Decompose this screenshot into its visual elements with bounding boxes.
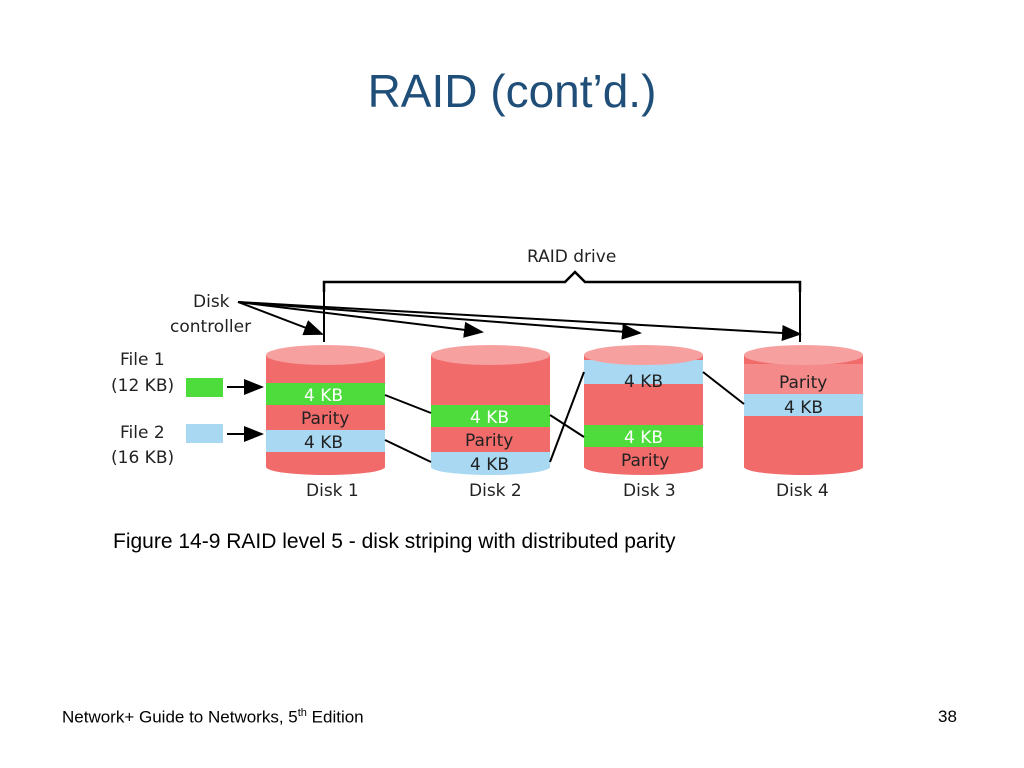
disk3-stripe3-label: Parity [621, 451, 669, 471]
file2-label-line2: (16 KB) [111, 448, 174, 468]
controller-arrow-disk1 [237, 301, 324, 336]
disk2-stripe1-label: 4 KB [470, 408, 509, 428]
page-number: 38 [938, 707, 957, 726]
disk4-stripe-file2 [744, 394, 863, 416]
footer-book-title: Network+ Guide to Networks, 5th Edition [62, 707, 364, 728]
disk3-stripe2-label: 4 KB [624, 428, 663, 448]
disk2-stripe-file1 [431, 405, 550, 427]
file2-label-line1: File 2 [120, 423, 165, 443]
disk3-stripe1-label: 4 KB [624, 372, 663, 392]
disk1-stripe-file1 [266, 383, 385, 405]
controller-arrow-disk4 [237, 301, 802, 341]
disk2-label: Disk 2 [469, 481, 522, 501]
disk4-stripe1-label: Parity [779, 373, 827, 393]
disk-3: 4 KB 4 KB Parity [584, 345, 703, 475]
file2-swatch [186, 424, 223, 443]
controller-arrow-disk3 [237, 301, 642, 340]
disk4-stripe-parity [744, 364, 863, 394]
disk-4: Parity 4 KB [744, 345, 863, 475]
disk3-label: Disk 3 [623, 481, 676, 501]
disk1-stripe-file2 [266, 430, 385, 452]
disk1-stripe1-label: 4 KB [304, 386, 343, 406]
slide-title: RAID (cont’d.) [367, 65, 657, 117]
stripe-link-1-2-file1 [384, 394, 432, 414]
controller-label-line2: controller [170, 317, 251, 337]
disk1-stripe3-label: 4 KB [304, 433, 343, 453]
disk2-stripe3-label: 4 KB [470, 455, 509, 475]
footer-suffix: Edition [306, 707, 364, 727]
figure-caption: Figure 14-9 RAID level 5 - disk striping… [113, 530, 676, 553]
file1-swatch [186, 378, 223, 397]
stripe-link-1-2-file2 [384, 439, 432, 463]
disk3-stripe-file1 [584, 425, 703, 447]
disk2-stripe-file2 [431, 452, 550, 468]
controller-arrow-disk2 [237, 301, 484, 338]
stripe-link-3-4-file2 [702, 371, 745, 405]
stripe-link-2-3-file2 [549, 371, 585, 463]
stripe-link-2-3-file1 [549, 414, 585, 438]
file1-label-line2: (12 KB) [111, 376, 174, 396]
raid-drive-label: RAID drive [527, 247, 616, 267]
disk4-label: Disk 4 [776, 481, 829, 501]
footer-text: Network+ Guide to Networks, 5 [62, 707, 298, 727]
disk1-label: Disk 1 [306, 481, 359, 501]
disk2-stripe2-label: Parity [465, 431, 513, 451]
disk-1: 4 KB Parity 4 KB [266, 345, 385, 475]
footer-superscript: th [297, 707, 307, 719]
disk4-stripe2-label: 4 KB [784, 398, 823, 418]
raid-drive-bracket [322, 270, 802, 292]
file1-label-line1: File 1 [120, 350, 165, 370]
disk-2: 4 KB Parity 4 KB [431, 345, 550, 475]
controller-label-line1: Disk [193, 292, 230, 312]
disk1-stripe2-label: Parity [301, 409, 349, 429]
